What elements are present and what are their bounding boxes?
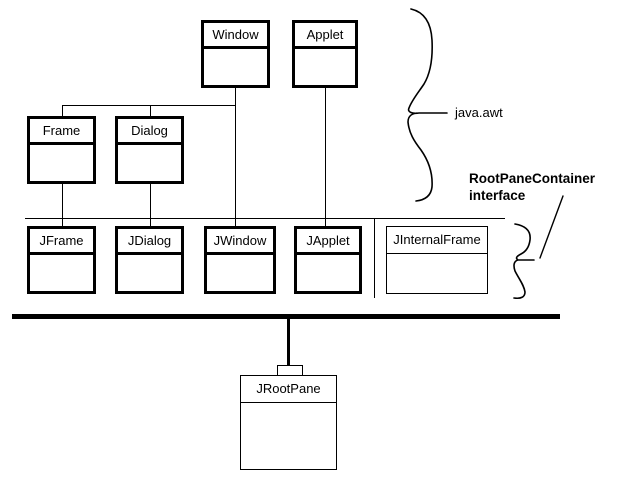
class-box-jinternalframe-title: JInternalFrame bbox=[387, 227, 487, 254]
class-box-dialog-body bbox=[118, 145, 181, 181]
class-box-japplet-body bbox=[297, 255, 359, 291]
class-box-jframe[interactable]: JFrame bbox=[27, 226, 96, 294]
class-box-japplet-title: JApplet bbox=[297, 229, 359, 255]
connector-applet-down bbox=[325, 88, 326, 226]
rootpane-baseline bbox=[12, 314, 560, 319]
class-box-japplet[interactable]: JApplet bbox=[294, 226, 362, 294]
rootpanecontainer-label: RootPaneContainer bbox=[469, 171, 596, 186]
class-box-jwindow-body bbox=[207, 255, 273, 291]
class-box-jrootpane[interactable]: JRootPane bbox=[240, 375, 337, 470]
class-box-applet[interactable]: Applet bbox=[292, 20, 358, 88]
connector-branch-horizontal bbox=[62, 105, 236, 106]
rootpanecontainer-leader-line bbox=[539, 195, 564, 259]
rootpanecontainer-brace bbox=[513, 223, 535, 300]
connector-rootpane-stem bbox=[287, 318, 290, 366]
class-box-jdialog-body bbox=[118, 255, 181, 291]
class-box-jdialog-title: JDialog bbox=[118, 229, 181, 255]
interface-divider-line bbox=[25, 218, 505, 219]
java-awt-label: java.awt bbox=[455, 105, 503, 120]
class-box-jframe-body bbox=[30, 255, 93, 291]
connector-dialog-down bbox=[150, 184, 151, 227]
group-separator-line bbox=[374, 218, 375, 298]
class-box-jrootpane-title: JRootPane bbox=[241, 376, 336, 403]
class-box-applet-title: Applet bbox=[295, 23, 355, 49]
connector-window-down bbox=[235, 88, 236, 226]
connector-frame-down bbox=[62, 184, 63, 227]
class-box-jframe-title: JFrame bbox=[30, 229, 93, 255]
class-box-window[interactable]: Window bbox=[201, 20, 270, 88]
connector-frame-up bbox=[62, 105, 63, 117]
java-awt-brace bbox=[407, 8, 448, 202]
class-box-jwindow-title: JWindow bbox=[207, 229, 273, 255]
class-box-dialog-title: Dialog bbox=[118, 119, 181, 145]
class-box-frame-title: Frame bbox=[30, 119, 93, 145]
class-box-window-title: Window bbox=[204, 23, 267, 49]
class-box-window-body bbox=[204, 49, 267, 85]
class-box-frame[interactable]: Frame bbox=[27, 116, 96, 184]
class-box-frame-body bbox=[30, 145, 93, 181]
class-box-applet-body bbox=[295, 49, 355, 85]
class-box-jwindow[interactable]: JWindow bbox=[204, 226, 276, 294]
connector-dialog-up bbox=[150, 105, 151, 117]
class-box-jdialog[interactable]: JDialog bbox=[115, 226, 184, 294]
rootpanecontainer-sublabel: interface bbox=[469, 188, 526, 203]
class-box-jinternalframe-body bbox=[387, 254, 487, 293]
class-box-jinternalframe[interactable]: JInternalFrame bbox=[386, 226, 488, 294]
class-box-jrootpane-body bbox=[241, 403, 336, 469]
class-box-dialog[interactable]: Dialog bbox=[115, 116, 184, 184]
